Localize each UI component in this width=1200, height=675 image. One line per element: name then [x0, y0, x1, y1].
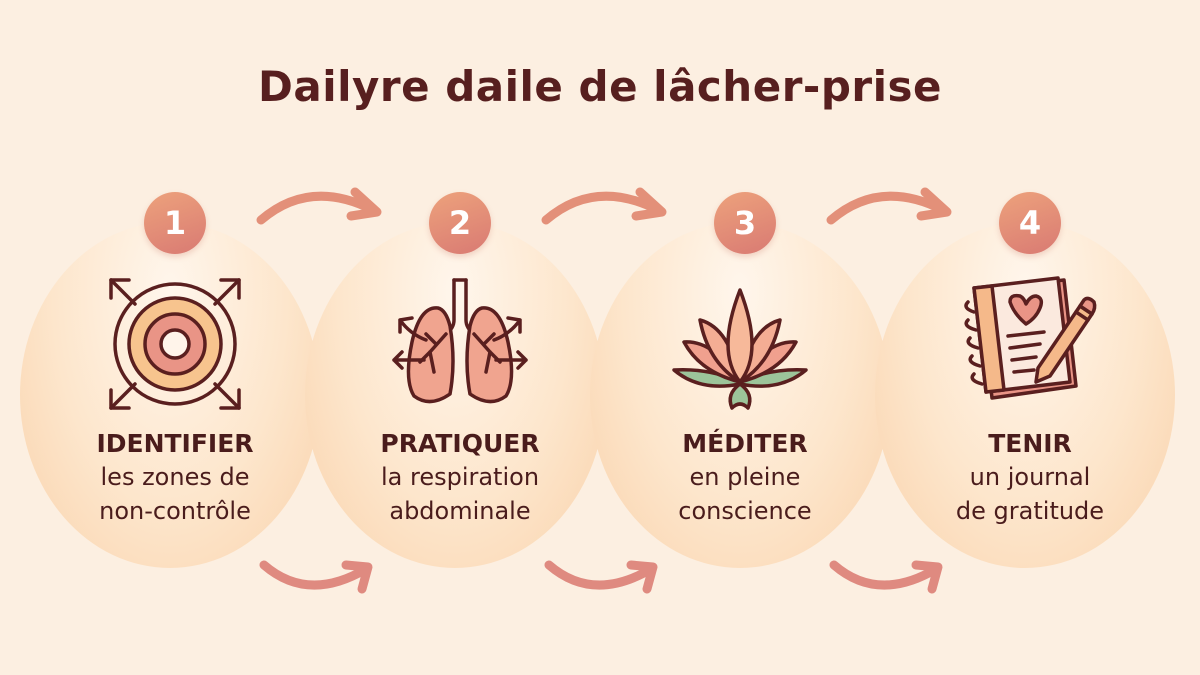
arrow-right-icon: [826, 187, 952, 225]
step-4-label: TENIR un journal de gratitude: [900, 428, 1160, 528]
step-2-badge: 2: [429, 192, 491, 254]
lotus-icon: [672, 288, 808, 410]
step-1-desc-line2: non-contrôle: [99, 497, 251, 525]
step-4-verb: TENIR: [988, 429, 1072, 458]
step-2-desc-line1: la respiration: [380, 463, 540, 491]
step-4-badge: 4: [999, 192, 1061, 254]
arrow-right-icon: [829, 560, 943, 594]
step-4-desc-line2: de gratitude: [955, 497, 1105, 525]
arrow-right-icon: [541, 187, 667, 225]
journal-pencil-icon: [964, 276, 1097, 400]
arrow-right-icon: [256, 187, 382, 225]
step-3-badge: 3: [714, 192, 776, 254]
step-2-label: PRATIQUER la respiration abdominale: [330, 428, 590, 528]
step-2-desc-line2: abdominale: [389, 497, 531, 525]
arrow-right-icon: [544, 560, 658, 594]
step-3-label: MÉDITER en pleine conscience: [615, 428, 875, 528]
step-1-badge: 1: [144, 192, 206, 254]
step-1-desc-line1: les zones de: [100, 463, 250, 491]
lungs-icon: [392, 278, 528, 404]
step-1-verb: IDENTIFIER: [96, 429, 254, 458]
step-3-desc-line2: conscience: [678, 497, 812, 525]
arrow-right-icon: [259, 560, 373, 594]
step-2-verb: PRATIQUER: [380, 429, 540, 458]
page-title: Dailyre daile de lâcher-prise: [258, 62, 942, 111]
step-4-desc-line1: un journal: [969, 463, 1091, 491]
step-3-desc-line1: en pleine: [689, 463, 801, 491]
step-3-verb: MÉDITER: [682, 429, 808, 458]
step-1-label: IDENTIFIER les zones de non-contrôle: [45, 428, 305, 528]
target-expand-icon: [109, 278, 241, 410]
step-1-circle: [20, 222, 320, 568]
